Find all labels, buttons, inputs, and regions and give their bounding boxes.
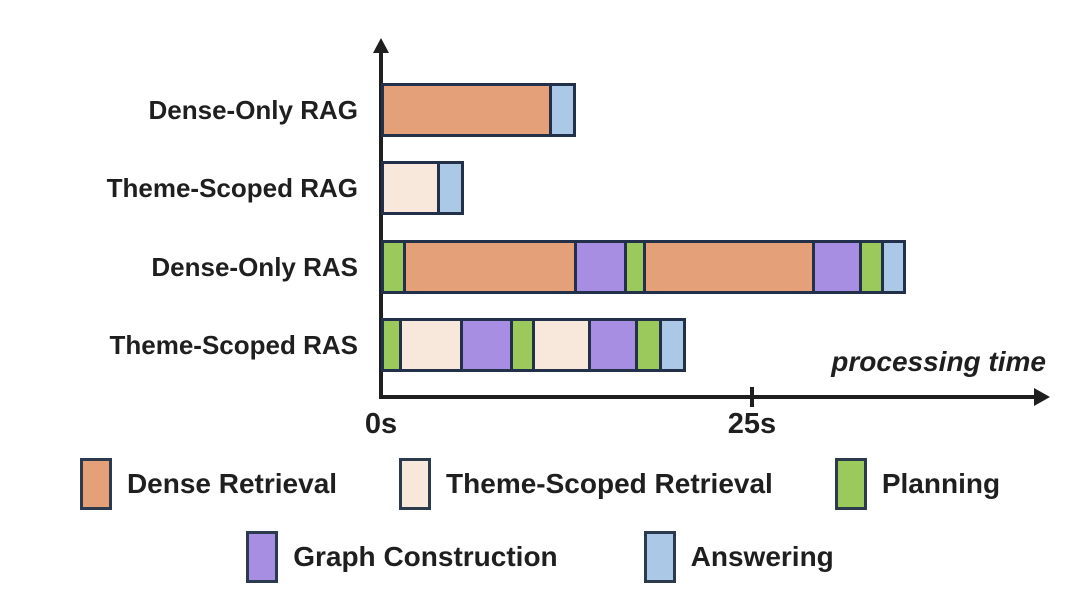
legend-item-dense: Dense Retrieval xyxy=(79,458,338,510)
legend-item-planning: Planning xyxy=(834,458,1001,510)
bar-row xyxy=(381,83,576,137)
x-axis-line xyxy=(379,395,1037,399)
bar-segment-answering xyxy=(549,83,576,137)
legend-label: Graph Construction xyxy=(293,541,558,572)
bar-segment-graph xyxy=(460,318,513,372)
legend-swatch-graph xyxy=(246,531,279,583)
legend-swatch-answering xyxy=(643,531,676,583)
category-label: Theme-Scoped RAG xyxy=(106,173,358,203)
bar-segment-dense xyxy=(403,240,577,294)
x-axis-arrow-icon xyxy=(1034,388,1050,406)
bar-segment-planning xyxy=(510,318,535,372)
legend-swatch-planning xyxy=(834,458,867,510)
bar-segment-theme xyxy=(532,318,591,372)
category-label: Dense-Only RAS xyxy=(151,252,358,282)
legend-item-answering: Answering xyxy=(643,531,834,583)
bar-segment-dense xyxy=(381,83,552,137)
bar-row xyxy=(381,161,464,215)
bar-segment-theme xyxy=(381,161,440,215)
bar-segment-answering xyxy=(659,318,686,372)
legend-label: Answering xyxy=(690,541,834,572)
x-tick-label: 25s xyxy=(727,408,777,440)
bar-segment-answering xyxy=(437,161,464,215)
x-tick-mark xyxy=(750,387,754,407)
bar-segment-planning xyxy=(635,318,662,372)
bar-row xyxy=(381,240,906,294)
bar-row xyxy=(381,318,686,372)
legend-label: Dense Retrieval xyxy=(126,468,338,499)
legend-item-graph: Graph Construction xyxy=(246,531,558,583)
x-tick-label: 0s xyxy=(364,408,398,440)
category-label: Dense-Only RAG xyxy=(148,95,359,125)
bar-segment-dense xyxy=(643,240,815,294)
bar-segment-theme xyxy=(399,318,463,372)
bar-segment-answering xyxy=(881,240,906,294)
legend-label: Theme-Scoped Retrieval xyxy=(446,468,773,499)
x-axis-title: processing time xyxy=(831,346,1046,377)
legend-item-theme: Theme-Scoped Retrieval xyxy=(399,458,773,510)
bar-segment-graph xyxy=(574,240,627,294)
legend-swatch-theme xyxy=(399,458,432,510)
bar-segment-graph xyxy=(812,240,862,294)
legend-row: Dense Retrieval Theme-Scoped Retrieval Pla… xyxy=(0,458,1080,510)
y-axis-line xyxy=(379,50,383,399)
bar-segment-graph xyxy=(588,318,638,372)
legend-row: Graph Construction Answering xyxy=(0,531,1080,583)
legend-label: Planning xyxy=(881,468,1001,499)
y-axis-arrow-icon xyxy=(373,38,389,53)
category-label: Theme-Scoped RAS xyxy=(109,330,359,360)
legend-swatch-dense xyxy=(79,458,112,510)
